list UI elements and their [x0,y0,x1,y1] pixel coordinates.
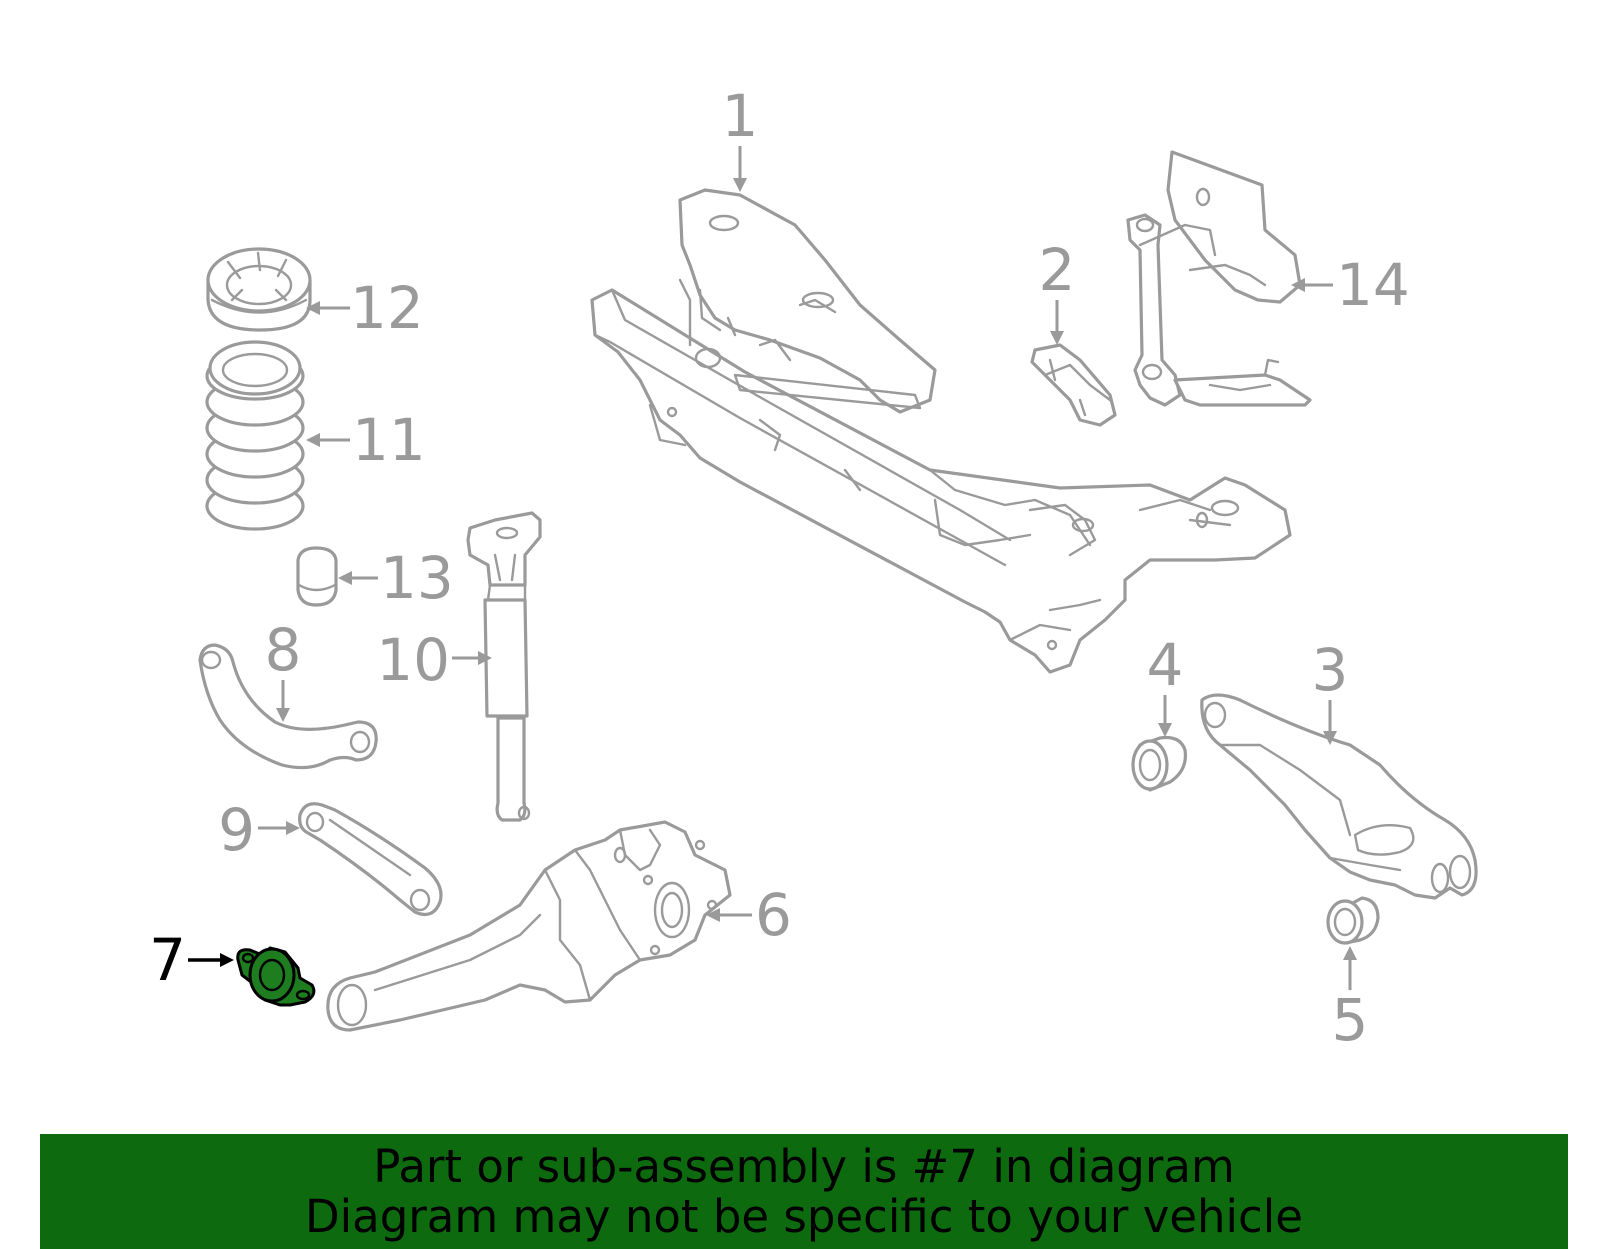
callout-3: 3 [1312,636,1349,704]
part-1-crossmember[interactable] [590,188,1292,674]
callout-7: 7 [149,926,186,994]
callout-14: 14 [1336,251,1410,319]
callout-2: 2 [1039,236,1076,304]
banner-line-2: Diagram may not be specific to your vehi… [305,1190,1303,1243]
info-banner: Part or sub-assembly is #7 in diagram Di… [40,1134,1568,1249]
callout-1: 1 [722,82,759,150]
callout-4: 4 [1147,631,1184,699]
part-10-shock-absorber[interactable] [466,511,542,822]
callout-numbers: 1 2 3 4 5 6 7 8 9 10 11 12 13 14 [149,82,1410,1054]
callout-13: 13 [380,544,454,612]
callout-9: 9 [218,796,255,864]
callout-12: 12 [350,274,424,342]
callout-11: 11 [352,406,426,474]
part-11-coil-spring[interactable] [205,340,305,531]
callout-5: 5 [1332,986,1369,1054]
part-9-lateral-link[interactable] [298,802,443,916]
part-8-upper-arm[interactable] [198,643,378,770]
part-14-link[interactable] [1126,150,1312,407]
part-3-lower-arm[interactable] [1200,693,1478,900]
part-4-bushing[interactable] [1131,735,1188,792]
part-12-spring-seat[interactable] [206,247,312,332]
banner-line-1: Part or sub-assembly is #7 in diagram [373,1140,1235,1193]
part-2-bracket[interactable] [1030,343,1117,427]
part-6-trailing-arm[interactable] [326,820,732,1032]
part-7-bushing-highlighted[interactable] [236,946,316,1007]
callout-6: 6 [755,881,792,949]
part-13-bump-stop[interactable] [296,546,338,607]
callout-8: 8 [265,616,302,684]
part-5-bushing[interactable] [1326,896,1380,945]
callout-10: 10 [376,626,450,694]
callout-arrows [188,146,1357,990]
